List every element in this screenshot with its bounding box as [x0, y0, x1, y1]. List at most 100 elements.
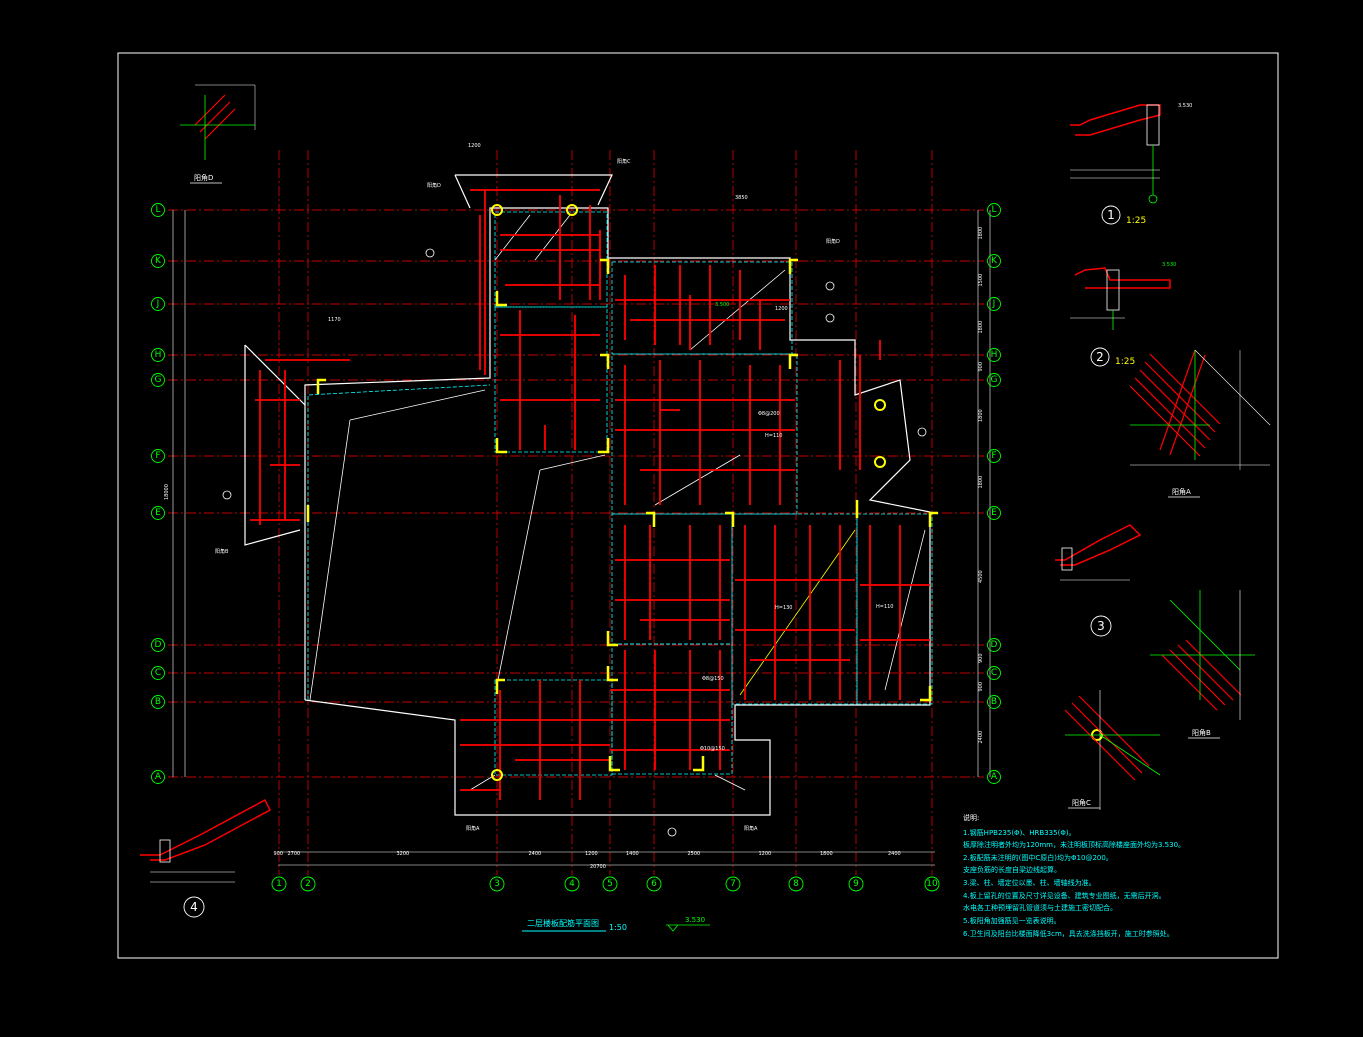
grid-bubble-row: [151, 638, 165, 652]
column-mark: [316, 378, 326, 394]
grid-bubble-row-label: G: [155, 375, 162, 385]
grid-bubble-col: [602, 876, 618, 892]
grid-bubble-row: [987, 203, 1001, 217]
detail-4: 4: [140, 798, 271, 918]
grid-bubble-row-label: G: [991, 375, 998, 385]
corner-label-a-right: 阳角A: [744, 825, 758, 832]
detail-2-number: 2: [1096, 350, 1104, 364]
grid-bubble-row-label: J: [992, 299, 996, 309]
column-mark: [606, 631, 618, 647]
slab-diagonals: [309, 214, 926, 791]
detail-2-level: 3.530: [1162, 262, 1176, 268]
grid-bubble-row: [987, 449, 1001, 463]
bottom-dim-label: 3200: [397, 851, 410, 857]
grid-bubble-row-label: K: [991, 256, 998, 266]
detail-2: 2 1:25 3.530: [1070, 262, 1176, 367]
grid-bubble-col: [271, 876, 287, 892]
grid-bubble-row: [987, 695, 1001, 709]
grid-bubble-row-label: D: [991, 640, 998, 650]
grid-bubble-col: [924, 876, 940, 892]
column-mark: [598, 438, 610, 454]
grid-bubble-row: [987, 770, 1001, 784]
bottom-dim-label: 900: [274, 851, 284, 857]
corner-label-a-left: 阳角A: [466, 825, 480, 832]
bottom-dim-label: 1400: [626, 851, 639, 857]
bottom-dim-label: 2700: [288, 851, 301, 857]
corner-d-detail: 阳角D: [180, 84, 256, 184]
column-mark: [495, 291, 507, 307]
grid-bubble-row-label: H: [155, 350, 162, 360]
bottom-total-dim: 20700: [590, 864, 606, 870]
column-mark: [606, 666, 618, 682]
rebar-lines: [250, 189, 930, 800]
grid-bubble-row-label: E: [155, 508, 161, 518]
column-mark: [920, 686, 932, 702]
column-mark: [788, 353, 798, 369]
detail-1: 1 1:25 3.530: [1070, 103, 1192, 226]
drawing-scale: 1:50: [609, 923, 627, 932]
grid-bubble-row: [987, 506, 1001, 520]
plan-level-beam: 3.500: [715, 302, 729, 308]
column-mark: [608, 756, 620, 772]
plan-label-dim3850: 3850: [735, 195, 748, 201]
right-dim-label: 900: [978, 682, 984, 692]
corner-b-detail-label: 阳角B: [1192, 728, 1211, 737]
grid-bubble-row-label: B: [155, 697, 161, 707]
grid-bubble-row-label: B: [991, 697, 997, 707]
grid-bubble-row-label: A: [991, 772, 998, 782]
grid-bubble-col: [725, 876, 741, 892]
column-mark: [495, 438, 507, 454]
corner-b-detail: 阳角B: [1150, 590, 1255, 739]
grid-bubble-col: [300, 876, 316, 892]
corner-d-detail-label: 阳角D: [194, 173, 213, 182]
grid-bubble-col-label: 6: [651, 879, 657, 889]
bottom-dim-label: 1200: [585, 851, 598, 857]
note-line: 水电各工种预埋留孔管道须与土建施工密切配合。: [963, 903, 1117, 912]
grid-bubble-row: [151, 666, 165, 680]
level-mark: 3.530: [685, 916, 705, 924]
note-line: 板厚除注明者外均为120mm，未注明板顶标高除楼座面外均为3.530。: [963, 840, 1185, 849]
corner-label-b: 阳角B: [215, 548, 229, 555]
corner-a-detail-label: 阳角A: [1172, 487, 1191, 496]
building-outline: [244, 174, 931, 816]
grid-bubble-col-label: 9: [853, 879, 859, 889]
detail-4-number: 4: [190, 900, 198, 914]
grid-bubble-col-label: 3: [494, 879, 500, 889]
grid-bubble-col-label: 1: [276, 879, 282, 889]
right-dim-label: 1500: [978, 274, 984, 287]
note-line: 4.板上留孔的位置及尺寸详见设备、建筑专业图纸，无需后开洞。: [963, 891, 1166, 900]
grid-bubble-row: [987, 638, 1001, 652]
plan-label-rebar2: Φ8@150: [702, 676, 724, 682]
detail-1-scale: 1:25: [1126, 216, 1146, 226]
grid-bubble-row: [987, 373, 1001, 387]
bottom-dim-label: 2400: [529, 851, 542, 857]
horizontal-grid-lines: [168, 209, 984, 778]
slab-edges: [307, 211, 933, 776]
corner-label-d-right: 阳角D: [826, 238, 840, 245]
grid-bubble-row-label: L: [991, 205, 996, 215]
grid-bubble-row: [151, 506, 165, 520]
detail-3-number: 3: [1097, 619, 1105, 633]
corner-label-d-top: 阳角D: [427, 182, 441, 189]
grid-bubble-col: [788, 876, 804, 892]
bottom-dim-label: 2500: [688, 851, 701, 857]
grid-bubble-col: [564, 876, 580, 892]
grid-bubble-row-label: E: [991, 508, 997, 518]
grid-bubble-row: [151, 695, 165, 709]
plan-label-h110: H=110: [765, 433, 783, 439]
grid-bubble-row-label: L: [155, 205, 160, 215]
grid-bubble-row-label: J: [156, 299, 160, 309]
bottom-dim-label: 1200: [759, 851, 772, 857]
grid-bubble-col-label: 4: [569, 879, 575, 889]
plan-label-dim1200b: 1200: [775, 306, 788, 312]
grid-bubble-row-label: F: [991, 451, 996, 461]
note-line: 2.板配筋未注明的(图中C原白)均为Φ10@200。: [963, 853, 1113, 862]
section-markers: [222, 248, 927, 837]
grid-bubble-row-label: C: [155, 668, 161, 678]
grid-bubble-row-label: D: [155, 640, 162, 650]
grid-bubble-col-label: 7: [730, 879, 736, 889]
general-notes: 说明: 1.钢筋HPB235(Φ)、HRB335(Φ)。 板厚除注明者外均为12…: [963, 813, 1185, 938]
plan-label-h110b: H=110: [876, 604, 894, 610]
